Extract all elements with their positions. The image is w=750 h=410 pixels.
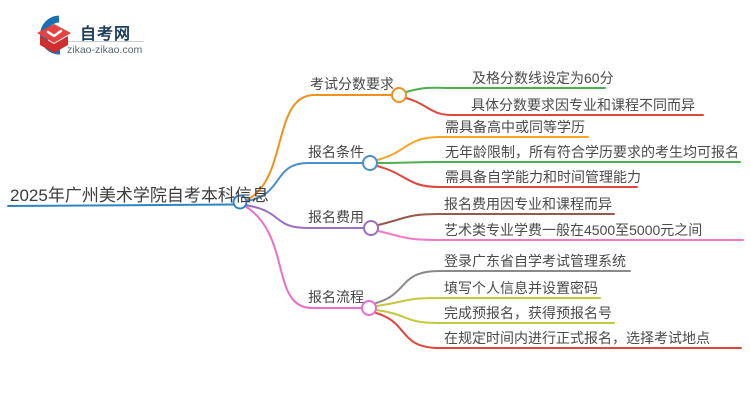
leaf-label: 报名费用因专业和课程而异 [444, 196, 612, 212]
branch-label-registration-process: 报名流程 [308, 289, 364, 305]
leaf-line [375, 309, 615, 324]
branch-node-circle-registration-fees[interactable] [363, 220, 379, 236]
leaf-line [405, 86, 606, 93]
leaf-label: 需具备高中或同等学历 [445, 119, 585, 135]
logo-divider [68, 41, 144, 42]
branch-node-circle-registration-process[interactable] [361, 300, 377, 316]
leaf-label: 具体分数要求因专业和课程不同而异 [471, 97, 695, 113]
leaf-line [377, 230, 744, 241]
logo-domain: zikao-zikao.com [67, 44, 143, 56]
branch-line-registration-conditions [245, 162, 364, 202]
leaf-line [376, 165, 638, 188]
leaf-line [376, 136, 589, 161]
leaf-line [375, 270, 631, 304]
graduation-cap-icon [37, 15, 71, 55]
leaf-label: 艺术类专业学费一般在4500至5000元之间 [444, 222, 703, 238]
root-node-label: 2025年广州美术学院自考本科信息 [10, 186, 269, 205]
leaf-label: 在规定时间内进行正式报名，选择考试地点 [444, 330, 710, 346]
site-logo[interactable]: 自考网 zikao-zikao.com [28, 10, 158, 58]
branch-line-exam-score [245, 94, 393, 201]
leaf-label: 完成预报名，获得预报名号 [444, 305, 612, 321]
leaf-label: 需具备自学能力和时间管理能力 [445, 169, 641, 185]
leaf-label: 登录广东省自学考试管理系统 [444, 253, 626, 269]
leaf-line [375, 297, 601, 307]
branch-line-registration-process [244, 205, 363, 309]
branch-label-registration-conditions: 报名条件 [308, 144, 364, 160]
branch-label-registration-fees: 报名费用 [308, 209, 364, 225]
root-node-circle[interactable] [232, 194, 248, 210]
branch-node-circle-registration-conditions[interactable] [362, 155, 378, 171]
leaf-label: 填写个人信息并设置密码 [444, 280, 598, 296]
leaf-line [377, 213, 615, 226]
logo-title: 自考网 [80, 26, 132, 43]
leaf-label: 无年龄限制，所有符合学历要求的考生均可报名 [445, 144, 739, 160]
leaf-line [405, 97, 704, 116]
root-underline [7, 203, 234, 207]
branch-node-circle-exam-score[interactable] [391, 87, 407, 103]
leaf-line [375, 312, 742, 349]
branch-label-exam-score: 考试分数要求 [310, 76, 394, 92]
leaf-label: 及格分数线设定为60分 [472, 70, 614, 86]
leaf-line [376, 161, 741, 164]
branch-line-registration-fees [244, 204, 365, 229]
